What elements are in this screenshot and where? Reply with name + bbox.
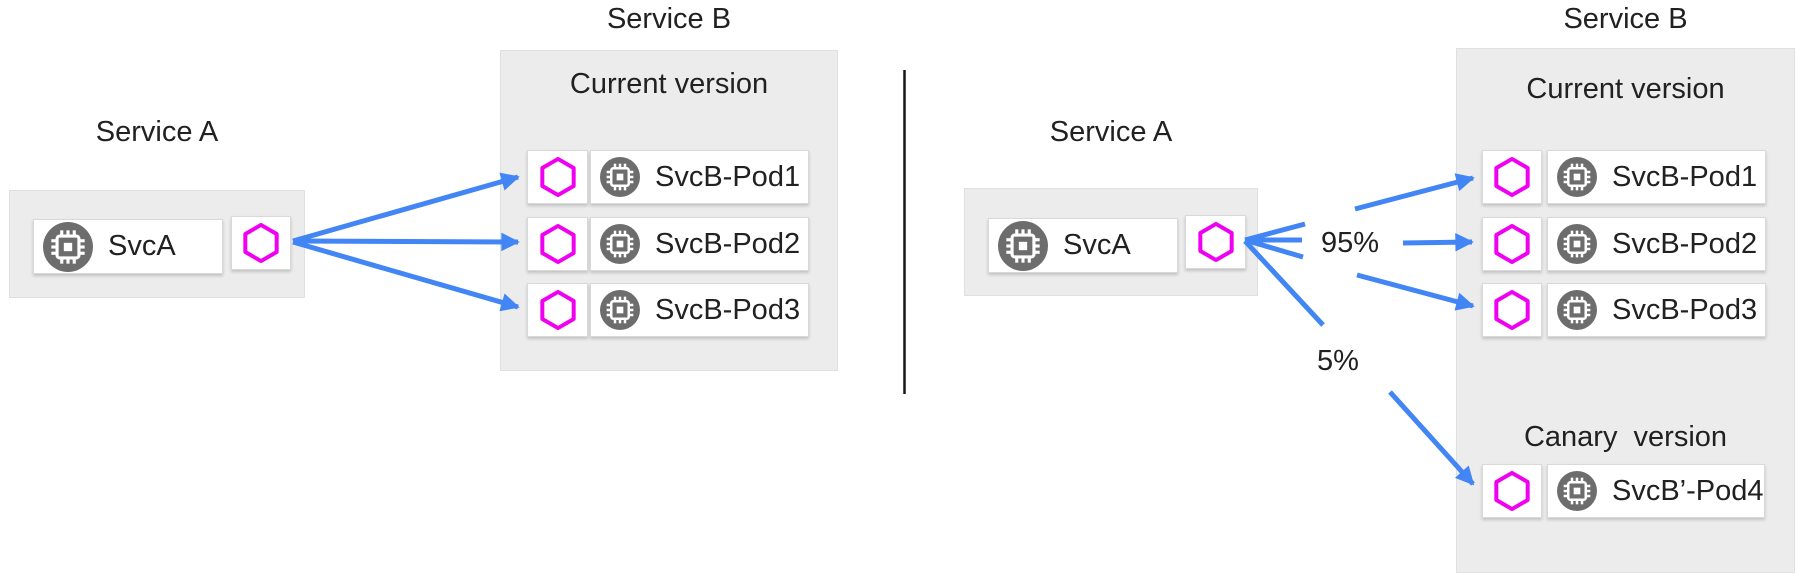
left-svca-sidecar-proxy-box [231,216,291,270]
chip-icon [1557,157,1597,197]
pod-label: SvcB’-Pod4 [1612,474,1764,507]
pod-row: SvcB-Pod1 [590,150,809,204]
chip-icon [1557,224,1597,264]
current-version-label: Current version [1526,73,1725,105]
canary-pod-row: SvcB’-Pod4 [1547,464,1765,518]
hexagon-icon [1493,470,1531,512]
hexagon-icon [1493,223,1531,265]
pod-label: SvcB-Pod2 [1612,227,1758,260]
pod-sidecar-proxy-box [1482,217,1542,271]
hexagon-icon [242,222,280,264]
pod-label: SvcB-Pod3 [655,293,801,326]
right-service-a-title: Service A [1049,116,1173,148]
hexagon-icon [1493,289,1531,331]
left-svca-workload-box: SvcA [33,219,223,274]
pod-label: SvcB-Pod1 [655,160,801,193]
workload-label: SvcA [1063,229,1131,261]
hexagon-icon [539,156,577,198]
right-svca-workload-box: SvcA [988,218,1178,273]
pod-sidecar-proxy-box [527,217,588,271]
traffic-arrow [292,172,520,244]
traffic-arrow [292,239,520,312]
workload-label: SvcA [108,230,176,262]
pod-row: SvcB-Pod1 [1547,150,1766,204]
pod-sidecar-proxy-box [1482,283,1542,337]
right-service-b-panel: Current version SvcB-Pod1 SvcB-Pod2 SvcB… [1456,48,1795,573]
pod-label: SvcB-Pod2 [655,227,801,260]
hexagon-icon [1493,156,1531,198]
left-service-a-title: Service A [95,116,219,148]
right-svca-sidecar-proxy-box [1185,215,1246,269]
pod-row: SvcB-Pod3 [590,283,809,337]
pod-label: SvcB-Pod3 [1612,293,1758,326]
left-service-a-panel: SvcA [9,190,305,298]
hexagon-icon [539,289,577,331]
chip-icon [998,221,1048,271]
left-service-b-title: Service B [606,3,732,35]
pod-row: SvcB-Pod3 [1547,283,1766,337]
traffic-percent-label-canary: 5% [1317,345,1359,377]
canary-version-label: Canary version [1523,421,1728,453]
traffic-arrow [292,232,520,252]
right-service-a-panel: SvcA [964,188,1258,296]
pod-sidecar-proxy-box [527,283,588,337]
canary-pod-sidecar-proxy-box [1482,464,1542,518]
pod-row: SvcB-Pod2 [1547,217,1766,271]
right-service-b-title: Service B [1563,3,1688,35]
left-service-b-panel: Current version SvcB-Pod1 SvcB-Pod2 SvcB… [500,50,838,371]
chip-icon [1557,290,1597,330]
current-version-label: Current version [569,68,769,100]
chip-icon [600,290,640,330]
hexagon-icon [1197,221,1235,263]
pod-row: SvcB-Pod2 [590,217,809,271]
pod-sidecar-proxy-box [1482,150,1542,204]
pod-sidecar-proxy-box [527,150,588,204]
traffic-percent-label-current: 95% [1320,227,1380,259]
pod-label: SvcB-Pod1 [1612,160,1758,193]
chip-icon [1557,471,1597,511]
chip-icon [600,157,640,197]
chip-icon [600,224,640,264]
chip-icon [43,222,93,272]
hexagon-icon [539,223,577,265]
